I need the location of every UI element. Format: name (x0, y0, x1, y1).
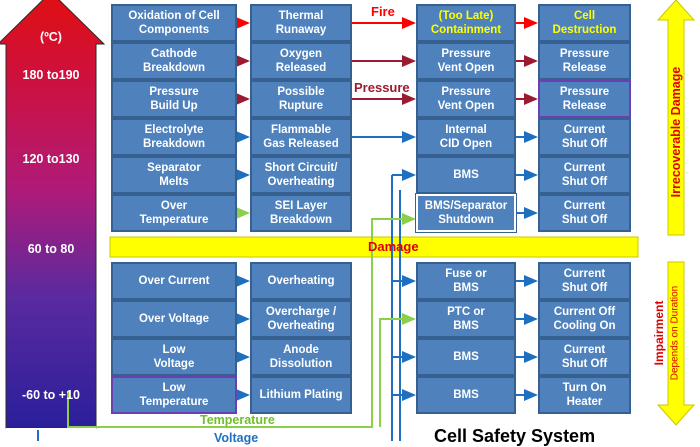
result-current-shut-off-3: Current Shut Off (538, 194, 631, 232)
depends-label: Depends on Duration (669, 285, 681, 381)
temp-label-180: 180 to190 (22, 68, 80, 82)
footer-title: Cell Safety System (434, 426, 596, 446)
upper-arrows-col1 (236, 17, 250, 219)
fire-label: Fire (371, 4, 395, 19)
effect-anode-dissolution: Anode Dissolution (250, 338, 352, 376)
effect-overheating: Overheating (250, 262, 352, 300)
response-bms-2: BMS (416, 338, 516, 376)
result-cooling-on: Current Off Cooling On (538, 300, 631, 338)
cause-over-current: Over Current (111, 262, 237, 300)
response-bms-separator: BMS/Separator Shutdown (415, 193, 517, 233)
response-containment: (Too Late) Containment (416, 4, 516, 42)
upper-arrows-col3 (516, 17, 538, 219)
response-fuse-bms: Fuse or BMS (416, 262, 516, 300)
result-pressure-release-2: Pressure Release (538, 80, 631, 118)
cause-oxidation: Oxidation of Cell Components (111, 4, 237, 42)
upper-arrows-col2 (352, 17, 416, 143)
response-vent-open-1: Pressure Vent Open (416, 42, 516, 80)
cause-pressure-build-up: Pressure Build Up (111, 80, 237, 118)
response-cid-open: Internal CID Open (416, 118, 516, 156)
pressure-label: Pressure (354, 80, 410, 95)
effect-possible-rupture: Possible Rupture (250, 80, 352, 118)
result-current-shut-off-1: Current Shut Off (538, 118, 631, 156)
result-cell-destruction: Cell Destruction (538, 4, 631, 42)
cause-over-temperature: Over Temperature (111, 194, 237, 232)
voltage-label: Voltage (214, 431, 259, 445)
irrecoverable-label: Irrecoverable Damage (669, 66, 683, 198)
response-vent-open-2: Pressure Vent Open (416, 80, 516, 118)
temp-label-minus60: -60 to +10 (21, 388, 80, 402)
effect-overcharge: Overcharge / Overheating (250, 300, 352, 338)
effect-flammable-gas: Flammable Gas Released (250, 118, 352, 156)
cause-separator-melts: Separator Melts (111, 156, 237, 194)
result-pressure-release-1: Pressure Release (538, 42, 631, 80)
response-bms-1: BMS (416, 156, 516, 194)
effect-lithium-plating: Lithium Plating (250, 376, 352, 414)
result-current-shut-off-4: Current Shut Off (538, 262, 631, 300)
effect-thermal-runaway: Thermal Runaway (250, 4, 352, 42)
cause-electrolyte-breakdown: Electrolyte Breakdown (111, 118, 237, 156)
thermometer-unit: (ºC) (40, 30, 62, 44)
result-current-shut-off-2: Current Shut Off (538, 156, 631, 194)
result-current-shut-off-5: Current Shut Off (538, 338, 631, 376)
temperature-bus (67, 213, 416, 428)
cause-low-temperature: Low Temperature (111, 376, 237, 414)
temp-label-120: 120 to130 (22, 152, 80, 166)
effect-short-circuit: Short Circuit/ Overheating (250, 156, 352, 194)
impairment-label: Impairment (652, 300, 666, 366)
irrecoverable-arrow (656, 0, 696, 236)
damage-bar (109, 236, 639, 258)
response-bms-3: BMS (416, 376, 516, 414)
effect-sei-breakdown: SEI Layer Breakdown (250, 194, 352, 232)
damage-label: Damage (368, 239, 419, 254)
response-ptc-bms: PTC or BMS (416, 300, 516, 338)
thermometer-arrow (0, 0, 106, 429)
cause-low-voltage: Low Voltage (111, 338, 237, 376)
effect-oxygen-released: Oxygen Released (250, 42, 352, 80)
impairment-arrow (656, 261, 696, 426)
lower-arrows (236, 275, 538, 401)
result-turn-on-heater: Turn On Heater (538, 376, 631, 414)
cause-over-voltage: Over Voltage (111, 300, 237, 338)
cause-cathode-breakdown: Cathode Breakdown (111, 42, 237, 80)
temperature-label: Temperature (200, 413, 275, 427)
temp-label-60: 60 to 80 (27, 242, 75, 256)
